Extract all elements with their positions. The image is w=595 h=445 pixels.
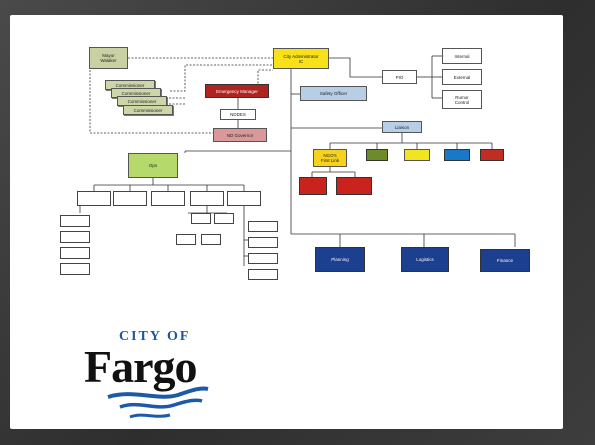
node-commissioner-2-label: Commissioner (121, 90, 151, 96)
node-ngos-first-link-label: NGO's First Link (320, 153, 340, 163)
node-commissioner-4-label: Commissioner (133, 107, 163, 113)
node-safety-officer-label: Safety Officer (319, 91, 348, 96)
node-pio: PIO (382, 70, 417, 84)
node-planning: Planning (315, 247, 365, 272)
node-mayor-label: Mayor Walaker (100, 53, 117, 63)
fargo-wave-icon (107, 386, 209, 419)
node-right-c (248, 253, 278, 264)
node-agency-green (366, 149, 388, 161)
node-commissioner-4: Commissioner (123, 105, 173, 115)
node-commissioner-3-label: Commissioner (127, 98, 157, 104)
node-left-d (60, 263, 90, 275)
node-agency-blue (444, 149, 470, 161)
logo-city-of: CITY OF (119, 329, 191, 344)
node-mid-a (191, 213, 211, 224)
connector-admin-pio (328, 57, 382, 78)
node-external-label: External (453, 74, 471, 80)
node-planning-label: Planning (331, 257, 349, 262)
node-nddes: NDDES (220, 109, 256, 120)
node-commissioner-1-label: Commissioner (115, 82, 145, 88)
node-right-a (248, 221, 278, 232)
node-rumor-control: Rumor Control (442, 90, 482, 109)
node-logistics: Logistics (401, 247, 449, 272)
node-agency-red (480, 149, 504, 161)
node-ngo-red-1 (299, 177, 327, 195)
connector-mayor-governor (89, 63, 213, 134)
node-emergency-manager-label: Emergency Manager (216, 88, 258, 94)
node-ops-unit-b (113, 191, 147, 206)
node-safety-officer: Safety Officer (300, 86, 367, 101)
slide: Mayor Walaker Commissioner Commissioner … (10, 15, 563, 429)
node-finance-label: Finance (496, 258, 513, 263)
node-left-c (60, 247, 90, 259)
node-city-admin-label: City Administrator IC (283, 53, 319, 64)
node-emergency-manager: Emergency Manager (205, 84, 269, 98)
node-external: External (442, 69, 482, 85)
logo-fargo: Fargo (84, 341, 198, 392)
node-rumor-control-label: Rumor Control (454, 94, 470, 105)
node-right-d (248, 269, 278, 280)
node-mid-d (201, 234, 221, 245)
node-agency-yellow (404, 149, 430, 161)
node-ops-unit-a (77, 191, 111, 206)
node-internal-label: Internal (454, 53, 470, 59)
node-finance: Finance (480, 249, 530, 272)
node-ops-label: Ops (148, 163, 158, 168)
node-liaison-label: Liaison (394, 124, 410, 130)
org-chart-connectors (79, 55, 516, 266)
node-nd-governor-label: ND Governor (226, 132, 254, 138)
connector-commissioners-admin (170, 64, 273, 92)
node-ngo-red-2 (336, 177, 372, 195)
node-pio-label: PIO (395, 74, 404, 80)
node-ops-unit-e (227, 191, 261, 206)
city-of-fargo-logo (78, 327, 228, 425)
node-mayor: Mayor Walaker (89, 47, 128, 69)
node-ngos-first-link: NGO's First Link (313, 149, 347, 167)
node-mid-b (214, 213, 234, 224)
node-internal: Internal (442, 48, 482, 64)
node-right-b (248, 237, 278, 248)
node-logistics-label: Logistics (416, 257, 434, 262)
node-ops: Ops (128, 153, 178, 178)
node-mid-c (176, 234, 196, 245)
node-city-admin: City Administrator IC (273, 48, 329, 69)
node-left-a (60, 215, 90, 227)
node-ops-unit-d (190, 191, 224, 206)
node-left-b (60, 231, 90, 243)
node-nd-governor: ND Governor (213, 128, 267, 142)
node-ops-unit-c (151, 191, 185, 206)
node-nddes-label: NDDES (230, 112, 246, 117)
node-liaison: Liaison (382, 121, 422, 133)
